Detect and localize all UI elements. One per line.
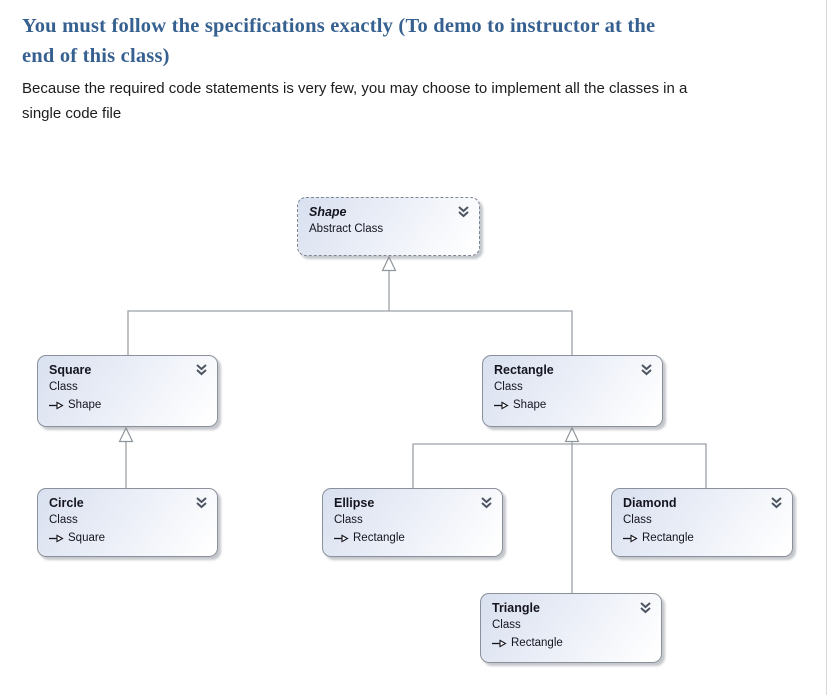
inheritance-arrow-icon bbox=[623, 533, 638, 543]
class-kind: Class bbox=[494, 381, 523, 393]
base-class-name: Square bbox=[68, 532, 106, 544]
chevron-double-down-icon[interactable] bbox=[195, 497, 208, 509]
page-edge-line bbox=[826, 0, 827, 695]
chevron-double-down-icon[interactable] bbox=[457, 206, 470, 218]
class-node-shape[interactable]: Shape Abstract Class bbox=[297, 197, 480, 256]
class-kind: Class bbox=[49, 381, 78, 393]
class-name: Ellipse bbox=[334, 496, 375, 510]
class-kind: Class bbox=[49, 514, 78, 526]
class-node-rectangle[interactable]: Rectangle Class Shape bbox=[482, 355, 663, 427]
page-title-line-1: You must follow the specifications exact… bbox=[22, 15, 656, 37]
base-class-name: Shape bbox=[68, 399, 102, 411]
class-node-circle[interactable]: Circle Class Square bbox=[37, 488, 218, 557]
class-kind: Abstract Class bbox=[309, 223, 384, 235]
class-name: Diamond bbox=[623, 496, 677, 510]
base-class-name: Rectangle bbox=[511, 637, 563, 649]
inheritance-arrow-icon bbox=[494, 400, 509, 410]
base-class-row: Shape bbox=[494, 397, 652, 413]
inheritance-arrow-icon bbox=[49, 400, 64, 410]
base-class-row: Rectangle bbox=[623, 530, 782, 546]
class-name: Shape bbox=[309, 205, 347, 219]
base-class-row: Shape bbox=[49, 397, 207, 413]
class-kind: Class bbox=[623, 514, 652, 526]
class-node-ellipse[interactable]: Ellipse Class Rectangle bbox=[322, 488, 503, 557]
chevron-double-down-icon[interactable] bbox=[639, 602, 652, 614]
chevron-double-down-icon[interactable] bbox=[770, 497, 783, 509]
chevron-double-down-icon[interactable] bbox=[640, 364, 653, 376]
base-class-name: Rectangle bbox=[642, 532, 694, 544]
inheritance-arrow-icon bbox=[49, 533, 64, 543]
base-class-name: Rectangle bbox=[353, 532, 405, 544]
base-class-name: Shape bbox=[513, 399, 547, 411]
inheritance-arrow-icon bbox=[492, 638, 507, 648]
inheritance-arrow-icon bbox=[334, 533, 349, 543]
class-name: Rectangle bbox=[494, 363, 554, 377]
class-node-diamond[interactable]: Diamond Class Rectangle bbox=[611, 488, 793, 557]
intro-text-line-2: single code file bbox=[22, 105, 122, 122]
class-node-triangle[interactable]: Triangle Class Rectangle bbox=[480, 593, 662, 663]
base-class-row: Square bbox=[49, 530, 207, 546]
base-class-row: Rectangle bbox=[334, 530, 492, 546]
class-kind: Class bbox=[334, 514, 363, 526]
page-title-line-2: end of this class) bbox=[22, 45, 170, 67]
intro-text: Because the required code statements is … bbox=[22, 76, 762, 126]
intro-text-line-1: Because the required code statements is … bbox=[22, 80, 688, 97]
class-name: Triangle bbox=[492, 601, 540, 615]
class-name: Square bbox=[49, 363, 92, 377]
chevron-double-down-icon[interactable] bbox=[480, 497, 493, 509]
class-node-square[interactable]: Square Class Shape bbox=[37, 355, 218, 427]
class-name: Circle bbox=[49, 496, 84, 510]
chevron-double-down-icon[interactable] bbox=[195, 364, 208, 376]
base-class-row: Rectangle bbox=[492, 635, 651, 651]
page-title: You must follow the specifications exact… bbox=[22, 11, 814, 71]
class-kind: Class bbox=[492, 619, 521, 631]
